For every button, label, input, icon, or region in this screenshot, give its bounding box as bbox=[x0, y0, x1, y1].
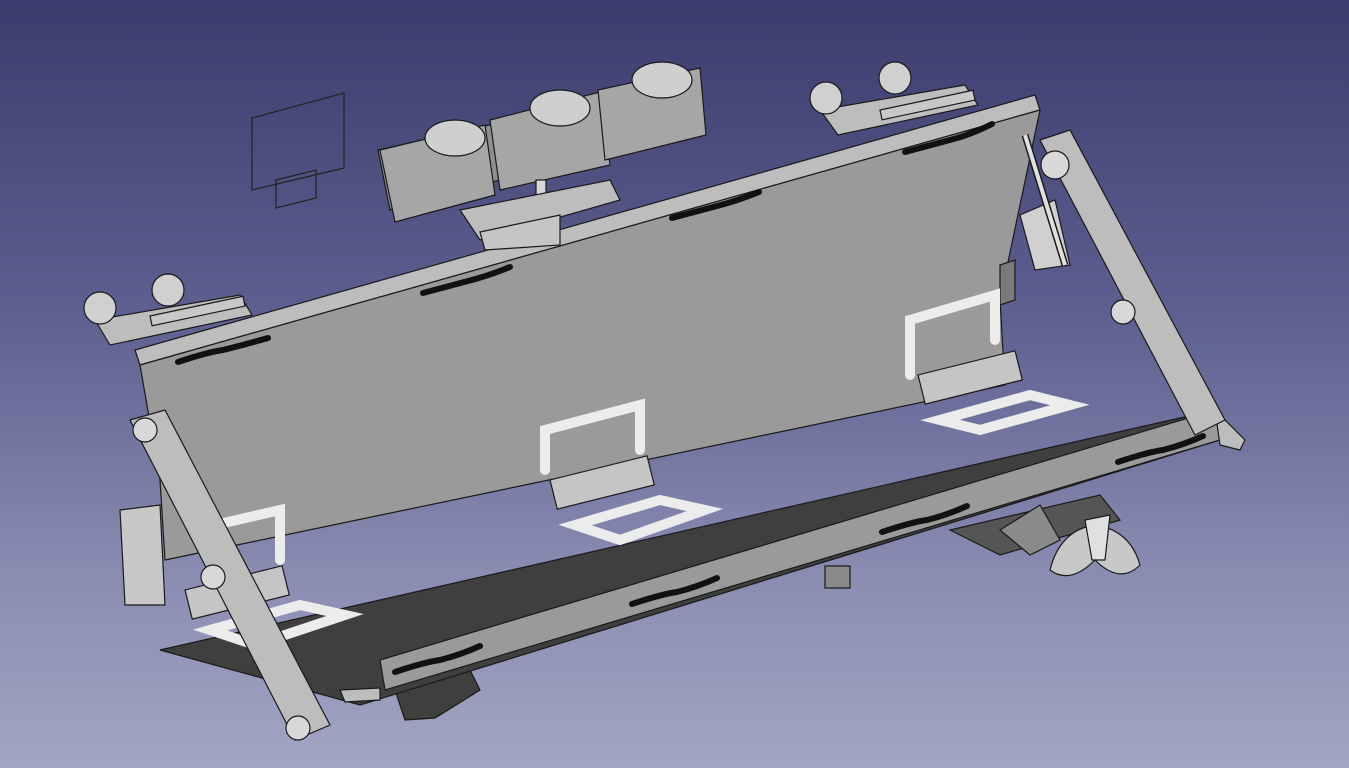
handle-6 bbox=[629, 575, 720, 607]
rail-tab[interactable] bbox=[824, 565, 851, 589]
handle-7 bbox=[879, 503, 970, 535]
weld-loop-center[interactable] bbox=[540, 398, 724, 546]
clamp-assembly[interactable] bbox=[377, 61, 707, 251]
top-left-hinge[interactable] bbox=[83, 273, 253, 346]
sketch-outline[interactable] bbox=[251, 92, 345, 209]
left-strut[interactable] bbox=[119, 409, 331, 741]
handle-2 bbox=[420, 264, 513, 296]
handle-3 bbox=[669, 189, 762, 221]
weld-loop-right[interactable] bbox=[905, 288, 1090, 436]
handle-5 bbox=[392, 643, 483, 675]
handle-1 bbox=[175, 335, 271, 365]
front-rail-handles[interactable] bbox=[392, 433, 1206, 675]
handle-8 bbox=[1115, 433, 1206, 465]
top-right-hinge[interactable] bbox=[809, 61, 979, 136]
base-support-bracket[interactable] bbox=[394, 494, 1122, 721]
back-panel-handles[interactable] bbox=[175, 121, 995, 365]
handle-4 bbox=[902, 121, 995, 155]
wing-nut[interactable] bbox=[1049, 514, 1141, 577]
right-strut[interactable] bbox=[1019, 129, 1226, 436]
back-panel[interactable] bbox=[134, 94, 1041, 561]
